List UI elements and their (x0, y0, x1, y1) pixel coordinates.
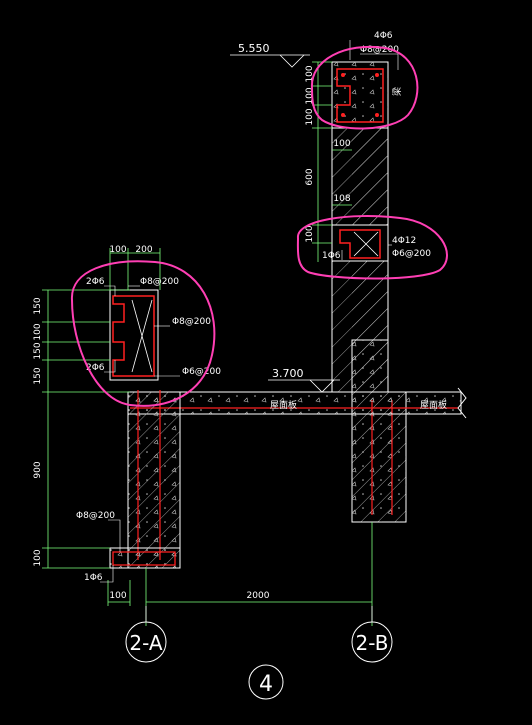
slab-label-2: 屋面板 (420, 399, 447, 411)
dim-left-w1: 100 (109, 245, 126, 255)
rebar-l2: Φ8@200 (140, 277, 179, 287)
dim-right-v3: 600 (305, 168, 315, 185)
elevation-top: 5.550 (230, 42, 310, 68)
rebar-r3: 4Φ12 (392, 236, 416, 246)
grid-bubble-a: 2-A (129, 631, 163, 655)
dim-left-w2: 200 (135, 245, 152, 255)
markup-circle-top (310, 45, 419, 130)
side-label: 梁 (391, 87, 403, 96)
elevation-roof: 3.700 (268, 367, 340, 393)
dim-left-v4: 900 (33, 461, 43, 478)
dim-left-v3: 150 (33, 367, 43, 384)
dim-right-v2: 100 (305, 108, 315, 125)
elevation-roof-value: 3.700 (272, 367, 304, 380)
dim-span: 2000 (247, 591, 270, 601)
rebar-r1: 4Φ6 (374, 31, 393, 41)
dim-left-v0: 150 (33, 297, 43, 314)
dimension-lines (42, 61, 373, 626)
rebar-l3: Φ8@200 (172, 317, 211, 327)
markup-highlights (70, 45, 448, 407)
rebar-l7: 1Φ6 (84, 573, 103, 583)
dim-left-bottom: 100 (109, 591, 126, 601)
grid-axis-b: 2-B (351, 606, 393, 663)
rebar-l5: Φ6@200 (182, 367, 221, 377)
dim-left-v2: 150 (33, 342, 43, 359)
grid-axis-a: 2-A (125, 606, 167, 663)
rebar-l4: 2Φ6 (86, 363, 105, 373)
left-column (109, 289, 181, 569)
detail-number: 4 (259, 672, 273, 697)
detail-marker: 4 (248, 664, 284, 700)
dimension-texts: 2000 100 200 100 150 100 150 150 900 100… (33, 65, 351, 601)
grid-bubble-b: 2-B (356, 631, 389, 655)
dim-right-h2: 108 (333, 194, 350, 204)
markup-circle-left (70, 260, 216, 407)
dim-right-v0: 100 (305, 65, 315, 82)
rebar-l1: 2Φ6 (86, 277, 105, 287)
markup-circle-middle (296, 215, 448, 280)
dim-left-v5: 100 (33, 549, 43, 566)
dim-right-v4: 100 (305, 225, 315, 242)
dim-right-v1: 100 (305, 87, 315, 104)
right-column (331, 61, 407, 523)
roof-slab: 屋面板 屋面板 (127, 387, 467, 419)
elevation-top-value: 5.550 (238, 42, 270, 55)
rebar-r4: Φ6@200 (392, 249, 431, 259)
leader-lines (100, 40, 399, 583)
dim-left-v1: 100 (33, 323, 43, 340)
slab-label-1: 屋面板 (270, 399, 297, 411)
rebar-r5: 1Φ6 (322, 251, 341, 261)
dim-right-h1: 100 (333, 139, 350, 149)
rebar-r2: Φ8@200 (360, 45, 399, 55)
rebar-l6: Φ8@200 (76, 511, 115, 521)
rebar-annotations: 4Φ6 Φ8@200 4Φ12 Φ6@200 1Φ6 2Φ6 Φ8@200 Φ8… (76, 31, 431, 583)
